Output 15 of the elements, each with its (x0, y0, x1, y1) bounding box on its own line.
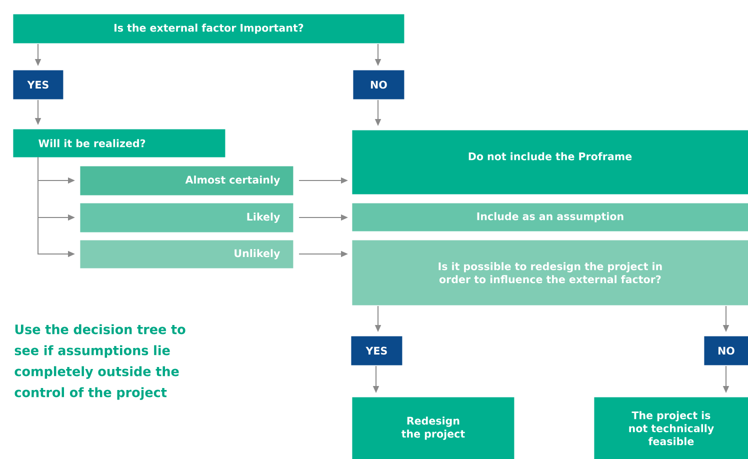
option-box: Almost certainly (80, 166, 294, 196)
answer-box: YES (351, 336, 402, 366)
answer-box: YES (13, 70, 64, 100)
outcome-box: Do not include the Proframe (352, 130, 748, 194)
outcome-box: The project is not technically feasible (594, 397, 748, 459)
answer-box: NO (353, 70, 404, 100)
outcome-box: Include as an assumption (352, 203, 748, 232)
question-box: Is the external factor Important? (13, 14, 404, 44)
option-box: Unlikely (80, 240, 294, 268)
option-box: Likely (80, 203, 294, 232)
note-text: Use the decision tree to see if assumptions lie completely outside the control of the project (14, 324, 186, 400)
question-box: Is it possible to redesign the project in order to influence the external factor? (352, 240, 748, 306)
outcome-box: Redesign the project (352, 397, 514, 459)
answer-box: NO (704, 336, 748, 366)
question-box: Will it be realized? (13, 129, 226, 158)
